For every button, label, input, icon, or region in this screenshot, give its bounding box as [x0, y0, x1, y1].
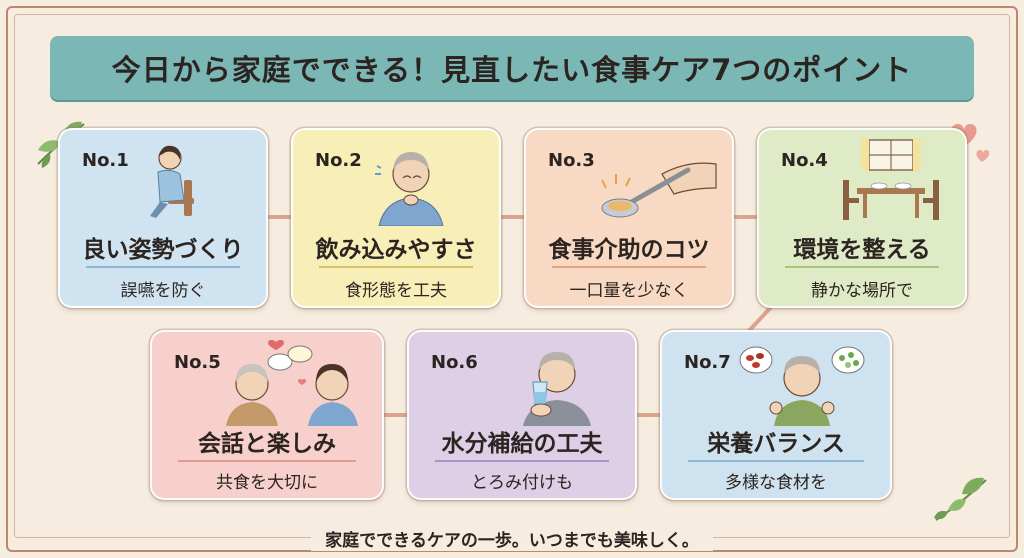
- seated-person-icon: [150, 145, 194, 218]
- point-card-5: No.5 会話と楽しみ 共食を大切に: [150, 330, 384, 500]
- point-card-1: No.1 良い姿勢づくり 誤嚥を防ぐ: [58, 128, 268, 308]
- footer-text: 家庭でできるケアの一歩。いつまでも美味しく。: [311, 526, 713, 551]
- connector-3-4: [733, 215, 757, 219]
- connector-1-2: [268, 215, 292, 219]
- title-banner: 今日から家庭でできる！見直したい食事ケア7つのポイント: [50, 36, 974, 100]
- point-number: No.3: [548, 150, 595, 171]
- point-subtitle: 静かな場所で: [811, 281, 913, 301]
- point-number: No.5: [174, 352, 221, 373]
- point-number: No.4: [781, 150, 828, 171]
- point-number: No.2: [315, 150, 362, 171]
- point-card-7: No.7 栄養バランス 多様な食材を: [660, 330, 892, 500]
- point-title: 環境を整える: [793, 237, 931, 263]
- dining-table-icon: [843, 138, 939, 220]
- drinking-elder-icon: [523, 352, 591, 426]
- spoon-icon: [601, 162, 717, 218]
- connector-6-7: [637, 413, 661, 417]
- page-title: 今日から家庭でできる！見直したい食事ケア7つのポイント: [111, 53, 913, 87]
- point-number: No.7: [684, 352, 731, 373]
- point-subtitle: 誤嚥を防ぐ: [120, 281, 206, 301]
- point-title: 良い姿勢づくり: [82, 237, 244, 263]
- point-card-2: No.2 飲み込みやすさ 食形態を工夫: [291, 128, 501, 308]
- divider: [785, 266, 939, 268]
- point-card-3: No.3 食事介助のコツ 一口量を少なく: [524, 128, 734, 308]
- nutrition-elder-icon: [739, 346, 865, 426]
- point-card-4: No.4 環境を整える 静かな場所で: [757, 128, 967, 308]
- connector-5-6: [384, 413, 408, 417]
- conversation-icon: [226, 340, 358, 426]
- divider: [552, 266, 706, 268]
- connector-2-3: [500, 215, 524, 219]
- divider: [86, 266, 240, 268]
- divider: [319, 266, 473, 268]
- point-title: 栄養バランス: [707, 431, 845, 457]
- point-subtitle: 多様な食材を: [725, 473, 827, 493]
- point-subtitle: 食形態を工夫: [345, 281, 447, 301]
- footer: 家庭でできるケアの一歩。いつまでも美味しく。: [0, 526, 1024, 551]
- connector-4-7: [744, 302, 776, 336]
- divider: [178, 460, 356, 462]
- point-title: 飲み込みやすさ: [315, 237, 477, 263]
- point-title: 食事介助のコツ: [548, 237, 710, 263]
- point-subtitle: 一口量を少なく: [569, 281, 689, 301]
- point-number: No.1: [82, 150, 129, 171]
- point-card-6: No.6 水分補給の工夫 とろみ付けも: [407, 330, 637, 500]
- outer-frame: [6, 6, 1018, 552]
- point-title: 水分補給の工夫: [441, 431, 603, 457]
- swallowing-elder-icon: [375, 152, 444, 226]
- point-number: No.6: [431, 352, 478, 373]
- point-title: 会話と楽しみ: [198, 431, 336, 457]
- divider: [435, 460, 609, 462]
- leaf-icon: [934, 477, 987, 521]
- point-subtitle: とろみ付けも: [471, 473, 573, 493]
- divider: [688, 460, 864, 462]
- point-subtitle: 共食を大切に: [216, 473, 318, 493]
